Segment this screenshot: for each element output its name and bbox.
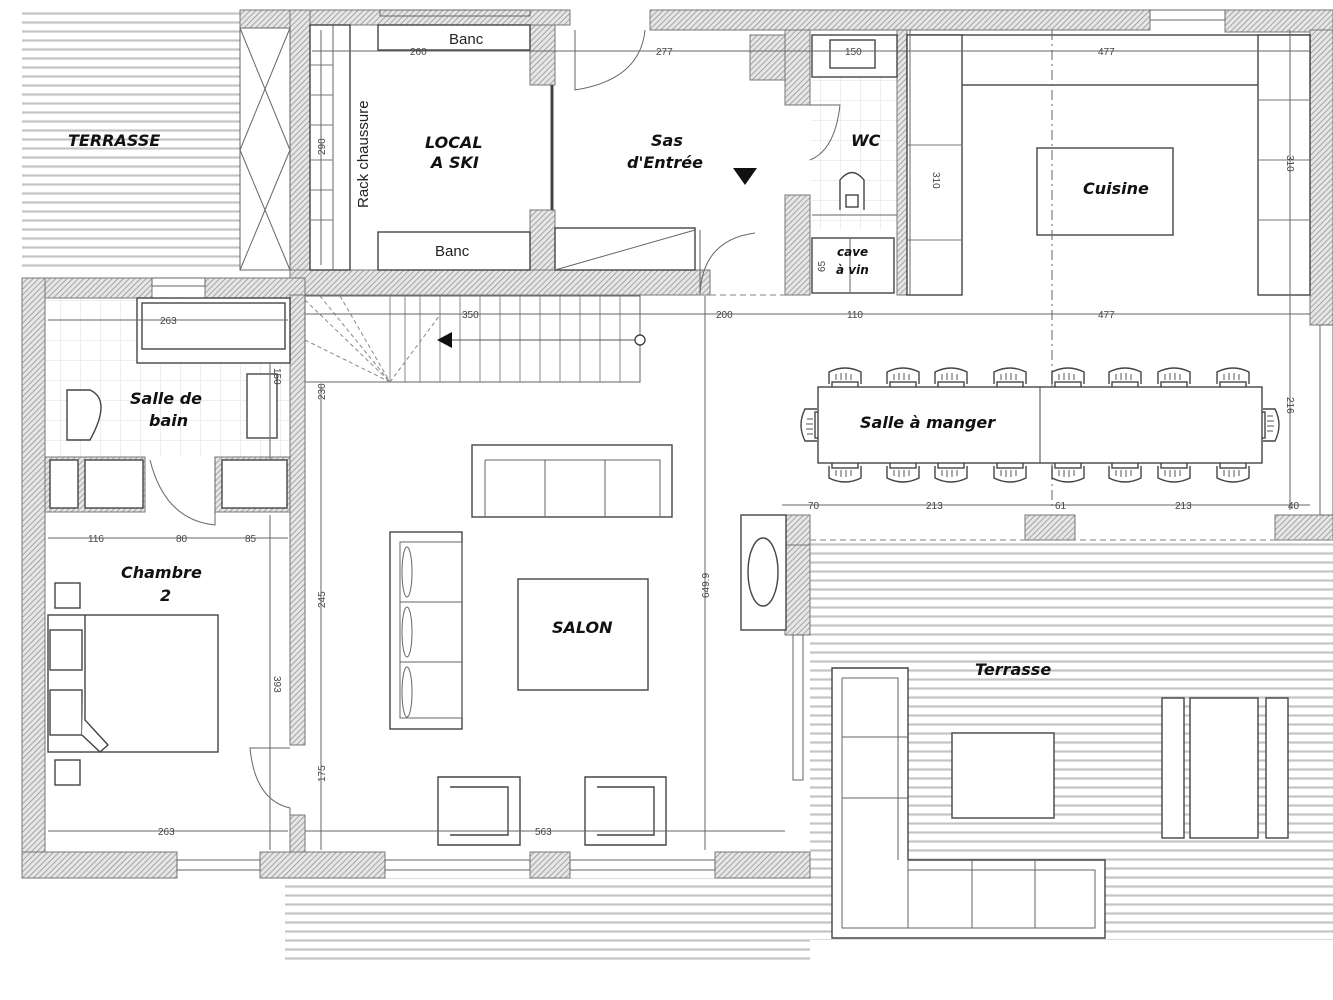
dim-dining-213b: 213 (1175, 501, 1192, 512)
terrace-furniture (831, 667, 1289, 939)
bench-bottom-label: Banc (435, 243, 470, 260)
staircase[interactable] (304, 295, 646, 383)
dim-dining-40: 40 (1288, 501, 1300, 512)
terrace-bottom-decking (285, 878, 810, 960)
stairs-direction-arrow-icon (437, 332, 452, 348)
bench-top (377, 24, 531, 51)
room-local-ski-line1: LOCAL (425, 133, 483, 152)
dim-wc-width: 150 (845, 47, 862, 58)
room-chambre-line2: 2 (160, 586, 171, 605)
dim-ch-height: 393 (271, 676, 282, 693)
dim-bath-width: 263 (160, 316, 177, 327)
room-terrasse: Terrasse (975, 660, 1051, 679)
armchair-1 (437, 776, 521, 846)
dim-cuisine-right: 310 (1284, 155, 1295, 172)
dim-hall-110: 110 (847, 310, 863, 321)
dim-stairs-height: 230 (317, 383, 328, 400)
dim-dining-477: 477 (1098, 310, 1115, 321)
dim-sas-width: 277 (656, 47, 673, 58)
wc-fixtures (811, 34, 898, 294)
room-sas-line1: Sas (651, 131, 683, 150)
dim-stairs: 350 (462, 310, 479, 321)
kitchen-island (1036, 147, 1174, 236)
room-salon: SALON (552, 618, 613, 637)
armchair-2 (584, 776, 667, 846)
windows (151, 9, 1333, 871)
dim-dining-height: 216 (1284, 397, 1295, 414)
room-labels: TERRASSE LOCAL A SKI Sas d'Entrée WC cav… (68, 131, 1149, 679)
living-room-furniture (389, 444, 787, 846)
doors (149, 29, 841, 815)
room-salle-bain-line2: bain (149, 411, 188, 430)
bathroom-fixtures (49, 297, 291, 509)
wine-cellar (811, 237, 895, 294)
room-salle-manger: Salle à manger (860, 413, 996, 432)
dim-salon-175: 175 (317, 765, 328, 782)
dim-ski-width: 260 (410, 47, 427, 58)
dining-table (800, 367, 1280, 483)
dim-cuisine-left: 310 (930, 172, 941, 189)
outdoor-table-2 (1189, 697, 1259, 839)
dim-hall-200: 200 (716, 310, 733, 321)
dim-dining-61: 61 (1055, 501, 1067, 512)
dim-ch-85: 85 (245, 534, 257, 545)
terrace-top-decking (22, 10, 240, 270)
room-cave-line2: à vin (836, 263, 869, 277)
toilet (66, 389, 102, 441)
dim-ski-height: 290 (317, 138, 328, 155)
coffee-table (517, 578, 649, 691)
bench-top-label: Banc (449, 31, 484, 48)
entrance-arrow-icon (733, 168, 757, 185)
dim-bath-height: 150 (271, 368, 282, 385)
dimension-labels: 260 290 277 150 477 310 310 65 263 150 3… (88, 47, 1300, 838)
outdoor-table (951, 732, 1055, 819)
room-local-ski-line2: A SKI (429, 153, 479, 172)
dim-dining-70: 70 (808, 501, 820, 512)
dim-ch-80: 80 (176, 534, 188, 545)
dim-salon-height: 649.9 (701, 573, 712, 598)
dim-ch-116: 116 (88, 534, 104, 545)
room-salle-bain-line1: Salle de (130, 389, 202, 408)
dimension-lines (48, 30, 1310, 850)
dim-dining-213a: 213 (926, 501, 943, 512)
ski-room (309, 24, 696, 271)
sink (246, 373, 278, 439)
bedroom-furniture (47, 582, 219, 786)
dim-salon-width: 563 (535, 827, 552, 838)
room-cuisine: Cuisine (1083, 179, 1149, 198)
dim-cuisine-width: 477 (1098, 47, 1115, 58)
dim-salon-245: 245 (317, 591, 328, 608)
sofa-left (389, 531, 463, 730)
bench-bottom (377, 231, 531, 271)
room-wc: WC (851, 131, 881, 150)
sofa-top (471, 444, 673, 518)
room-chambre-line1: Chambre (121, 563, 202, 582)
shoe-rack-label: Rack chaussure (355, 100, 372, 208)
kitchen (906, 30, 1311, 510)
room-cave-line1: cave (837, 245, 868, 259)
dim-ch-width: 263 (158, 827, 175, 838)
room-sas-line2: d'Entrée (627, 153, 703, 172)
room-terrasse-top: TERRASSE (68, 131, 160, 150)
dim-cave-height: 65 (817, 260, 828, 272)
